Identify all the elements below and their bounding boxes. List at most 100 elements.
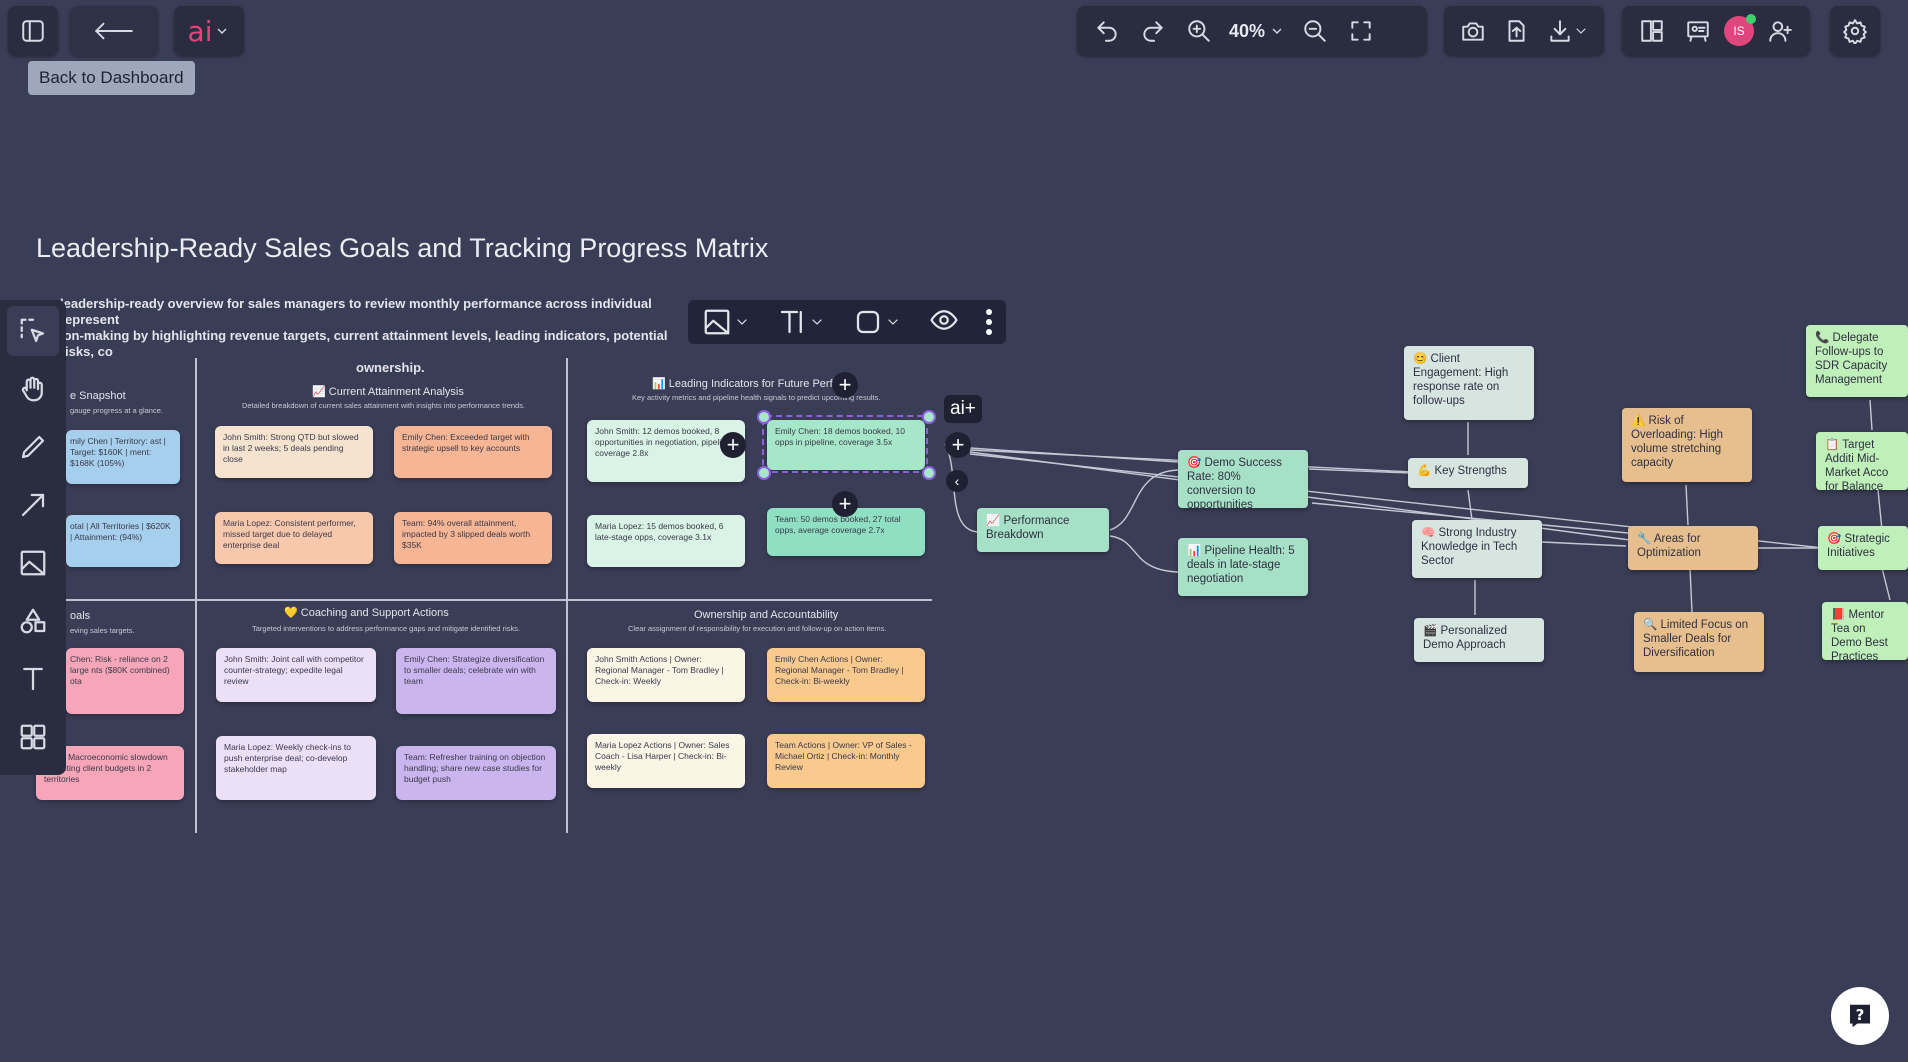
grid-icon <box>20 724 46 750</box>
mindmap-node-limited-focus[interactable]: 🔍 Limited Focus on Smaller Deals for Div… <box>1634 612 1764 672</box>
add-node-button[interactable]: + <box>945 432 971 458</box>
mindmap-node-performance[interactable]: 📈 Performance Breakdown <box>977 508 1109 552</box>
mindmap-node-demo-success[interactable]: 🎯 Demo Success Rate: 80% conversion to o… <box>1178 450 1308 508</box>
section-title-snapshot[interactable]: e Snapshot <box>70 390 126 402</box>
matrix-divider-v2 <box>566 358 568 833</box>
share-button[interactable] <box>1498 11 1536 51</box>
mindmap-node-personalized[interactable]: 🎬 Personalized Demo Approach <box>1414 618 1544 662</box>
text-icon <box>23 667 43 691</box>
mindmap-node-industry[interactable]: 🧠 Strong Industry Knowledge in Tech Sect… <box>1412 520 1542 578</box>
presentation-button[interactable] <box>1678 11 1718 51</box>
fit-screen-button[interactable] <box>1341 11 1381 51</box>
section-title-goals[interactable]: oals <box>70 610 91 622</box>
select-tool-button[interactable] <box>7 306 59 356</box>
mindmap-node-client-engagement[interactable]: 😊 Client Engagement: High response rate … <box>1404 346 1534 420</box>
text-style-dropdown[interactable] <box>777 307 825 337</box>
text-tool-button[interactable] <box>7 654 59 704</box>
section-title-leading[interactable]: 📊 Leading Indicators for Future Perfor <box>652 378 843 390</box>
download-button[interactable] <box>1541 11 1594 51</box>
pen-tool-button[interactable] <box>7 422 59 472</box>
more-options-button[interactable] <box>986 309 993 335</box>
board-title[interactable]: Leadership-Ready Sales Goals and Trackin… <box>36 233 769 263</box>
settings-button[interactable] <box>1835 11 1875 51</box>
ai-vision-button[interactable] <box>929 305 959 340</box>
ownership-card[interactable]: John Smith Actions | Owner: Regional Man… <box>587 648 745 702</box>
board-description[interactable]: leadership-ready overview for sales mana… <box>0 296 700 376</box>
selection-handle[interactable] <box>757 410 771 424</box>
sidebar-toggle-button[interactable] <box>13 11 53 51</box>
sidebar-toggle-group <box>8 6 58 56</box>
image-style-dropdown[interactable] <box>702 307 750 337</box>
add-node-button[interactable]: + <box>720 432 746 458</box>
element-toolbar <box>688 300 1006 344</box>
more-dots-icon <box>986 309 993 315</box>
mindmap-node-overloading[interactable]: ⚠️ Risk of Overloading: High volume stre… <box>1622 408 1752 482</box>
attainment-card[interactable]: John Smith: Strong QTD but slowed in las… <box>215 426 373 478</box>
mindmap-node-target[interactable]: 📋 Target Additi Mid-Market Acco for Bala… <box>1816 432 1908 490</box>
avatar[interactable]: IS <box>1724 14 1756 46</box>
leading-indicator-card-selected[interactable]: Emily Chen: 18 demos booked, 10 opps in … <box>767 420 925 470</box>
shape-style-dropdown[interactable] <box>853 307 901 337</box>
shapes-tool-button[interactable] <box>7 596 59 646</box>
ownership-card[interactable]: Team Actions | Owner: VP of Sales - Mich… <box>767 734 925 788</box>
coaching-card[interactable]: Maria Lopez: Weekly check-ins to push en… <box>216 736 376 800</box>
shapes-icon <box>20 608 46 634</box>
download-icon <box>1549 20 1570 42</box>
templates-tool-button[interactable] <box>7 712 59 762</box>
snapshot-card[interactable]: otal | All Territories | $620K | Attainm… <box>66 515 180 567</box>
leading-indicator-card[interactable]: John Smith: 12 demos booked, 8 opportuni… <box>587 420 745 482</box>
section-title-ownership[interactable]: Ownership and Accountability <box>694 609 839 621</box>
description-line: ion-making by highlighting revenue targe… <box>60 328 668 359</box>
back-button[interactable] <box>70 6 158 56</box>
attainment-card[interactable]: Team: 94% overall attainment, impacted b… <box>394 512 552 564</box>
add-user-button[interactable] <box>1760 11 1800 51</box>
zoom-in-button[interactable] <box>1179 11 1219 51</box>
undo-button[interactable] <box>1087 11 1127 51</box>
ai-plus-badge[interactable]: ai+ <box>944 395 982 423</box>
snapshot-card[interactable]: mily Chen | Territory: ast | Target: $16… <box>66 430 180 484</box>
mindmap-node-mentor[interactable]: 📕 Mentor Tea on Demo Best Practices <box>1822 602 1908 660</box>
image-icon <box>20 550 46 576</box>
rounded-square-icon <box>856 310 880 334</box>
ownership-card[interactable]: Maria Lopez Actions | Owner: Sales Coach… <box>587 734 745 788</box>
risk-card[interactable]: Chen: Risk - reliance on 2 large nts ($8… <box>66 648 184 714</box>
mindmap-node-pipeline[interactable]: 📊 Pipeline Health: 5 deals in late-stage… <box>1178 538 1308 596</box>
mindmap-node-strategic[interactable]: 🎯 Strategic Initiatives <box>1818 526 1908 570</box>
coaching-card[interactable]: Emily Chen: Strategize diversification t… <box>396 648 556 714</box>
attainment-card[interactable]: Maria Lopez: Consistent performer, misse… <box>215 512 373 564</box>
back-tooltip: Back to Dashboard <box>28 61 195 95</box>
zoom-level-dropdown[interactable]: 40% <box>1225 21 1289 42</box>
attainment-card[interactable]: Emily Chen: Exceeded target with strateg… <box>394 426 552 478</box>
selection-handle[interactable] <box>757 466 771 480</box>
tool-rail <box>0 300 66 775</box>
pan-tool-button[interactable] <box>7 364 59 414</box>
ai-menu-button[interactable]: ai <box>174 6 244 56</box>
image-tool-button[interactable] <box>7 538 59 588</box>
matrix-divider-h <box>66 599 932 601</box>
coaching-card[interactable]: John Smith: Joint call with competitor c… <box>216 648 376 702</box>
section-subtitle-snapshot: gauge progress at a glance. <box>70 406 163 415</box>
section-title-attainment[interactable]: 📈 Current Attainment Analysis <box>312 386 464 398</box>
leading-indicator-card[interactable]: Maria Lopez: 15 demos booked, 6 late-sta… <box>587 515 745 567</box>
help-button[interactable]: ? <box>1831 987 1889 1045</box>
screenshot-button[interactable] <box>1454 11 1492 51</box>
mindmap-node-delegate[interactable]: 📞 Delegate Follow-ups to SDR Capacity Ma… <box>1806 325 1908 397</box>
mindmap-node-areas[interactable]: 🔧 Areas for Optimization <box>1628 526 1758 570</box>
zoom-level-value: 40% <box>1229 20 1266 41</box>
add-node-button[interactable]: + <box>832 372 858 398</box>
arrow-tool-button[interactable] <box>7 480 59 530</box>
collapse-branch-button[interactable]: ‹ <box>946 470 968 492</box>
add-node-button[interactable]: + <box>832 491 858 517</box>
coaching-card[interactable]: Team: Refresher training on objection ha… <box>396 746 556 800</box>
chevron-down-icon <box>1272 28 1282 34</box>
zoom-out-button[interactable] <box>1295 11 1335 51</box>
layout-button[interactable] <box>1632 11 1672 51</box>
zoom-out-icon <box>1304 20 1326 42</box>
ownership-card[interactable]: Emily Chen Actions | Owner: Regional Man… <box>767 648 925 702</box>
selection-handle[interactable] <box>922 410 936 424</box>
selection-handle[interactable] <box>922 466 936 480</box>
section-title-coaching[interactable]: 💛 Coaching and Support Actions <box>284 607 449 619</box>
selection-outline[interactable] <box>762 415 928 473</box>
redo-button[interactable] <box>1133 11 1173 51</box>
mindmap-node-key-strengths[interactable]: 💪 Key Strengths <box>1408 458 1528 488</box>
